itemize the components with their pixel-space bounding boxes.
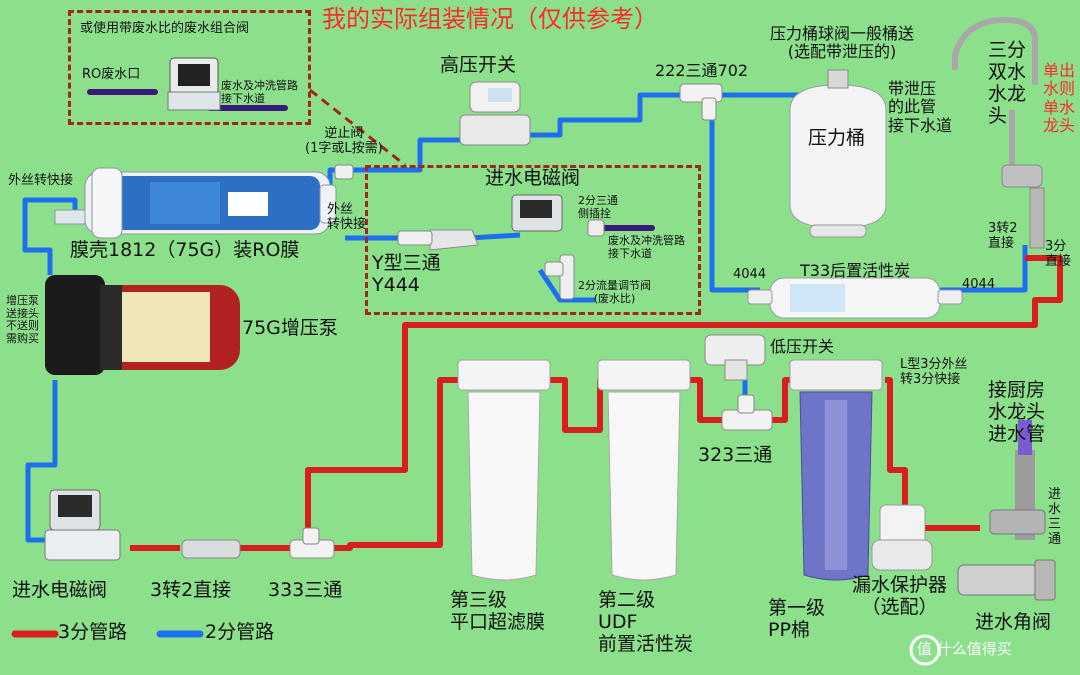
waste-combo-box [68,10,311,125]
faucet-label: 三分 双水 水龙 头 [988,39,1027,127]
tee-323 [721,394,773,431]
filter-stage2 [597,359,691,581]
fitting-4044-right-label: 4044 [962,277,996,292]
inlet-solenoid-top [511,194,605,237]
flow-regulator [544,254,575,300]
faucet-stem [1029,187,1045,249]
low-pressure-switch [704,334,766,381]
inlet-solenoid-label: 进水电磁阀 [12,579,108,601]
watermark-logo [909,634,941,666]
low-pressure-switch-label: 低压开关 [770,337,835,356]
membrane-housing-label: 膜壳1812（75G）装RO膜 [70,239,300,261]
pressure-tank-note: 压力桶球阀一般桶送 (选配带泄压的) [770,24,915,62]
ro-waste-outlet-label: RO废水口 [82,67,141,82]
check-valve [334,164,354,180]
angle-valve [957,559,1056,601]
single-out-note: 单出 水则 单水 龙头 [1043,61,1076,136]
legend-blue-label: 2分管路 [205,621,275,643]
leak-protector-label: 漏水保护器 （选配） [852,574,948,618]
inlet-valve-box [365,165,701,315]
inlet-valve-box-label: 进水电磁阀 [485,167,581,189]
angle-valve-label: 进水角阀 [975,611,1052,633]
post-carbon-filter [747,277,963,319]
conv-3to2-top-label: 3转2 直接 [988,221,1018,251]
filter-stage3 [457,359,551,581]
drain-lines [87,89,655,231]
booster-note: 增压泵 送接头 不送则 需购买 [6,294,39,345]
fitting-4044-left-label: 4044 [733,267,767,282]
post-carbon-label: T33后置活性炭 [800,261,911,280]
y-tee-label: Y型三通 Y444 [372,252,441,296]
high-pressure-switch-label: 高压开关 [440,54,517,76]
stage3-label: 第三级 平口超滤膜 [450,589,546,633]
pressure-tank-label: 压力桶 [808,127,866,149]
high-pressure-switch [459,81,531,146]
inlet-solenoid-bottom [44,489,121,561]
conv-3to2-label: 3转2直接 [150,579,232,601]
booster-pump-label: 75G增压泵 [242,317,338,339]
membrane-housing [54,167,337,239]
ext-thread-quick2-label: 外丝 转快接 [327,202,367,232]
straight-3fen-label: 3分 直接 [1045,239,1072,269]
pressure-relief-note: 带泄压 的此管 接下水道 [888,79,953,135]
tee-333 [289,527,335,559]
tee-222 [679,83,723,121]
waste-flush-label-2: 废水及冲洗管路 接下水道 [608,234,685,260]
waste-combo-valve [167,57,221,111]
stage2-label: 第二级 UDF 前置活性炭 [598,589,694,655]
check-valve-label: 逆止阀 (1字或L按需) [305,126,383,156]
leak-protector [871,504,933,571]
inlet-tee-label: 进水三通 [1048,487,1062,547]
waste-flush-label-1: 废水及冲洗管路 接下水道 [221,79,298,105]
legend-red-label: 3分管路 [58,621,128,643]
page-title: 我的实际组装情况（仅供参考） [322,5,658,33]
l-type-fitting-label: L型3分外丝 转3分快接 [900,357,968,387]
stage1-label: 第一级 PP棉 [768,597,826,641]
inlet-tee [989,420,1046,540]
filter-stage1 [789,359,883,581]
tee-323-label: 323三通 [698,444,773,466]
flow-regulator-label: 2分流量调节阀 (废水比) [578,279,651,305]
pressure-tank [789,69,887,238]
booster-pump [45,275,240,375]
fitting-3to2 [181,539,241,559]
tee-222-label: 222三通702 [655,61,749,80]
tee-2fen-side-label: 2分三通 侧插拴 [578,194,618,220]
waste-combo-heading: 或使用带废水比的废水组合阀 [80,21,250,36]
tee-333-label: 333三通 [268,579,343,601]
faucet-base [1001,164,1043,188]
ext-thread-quick-label: 外丝转快接 [8,173,74,188]
kitchen-inlet-label: 接厨房 水龙头 进水管 [988,379,1046,445]
watermark-text: 值 什么值得买 [917,640,1012,658]
y-tee [397,229,479,251]
